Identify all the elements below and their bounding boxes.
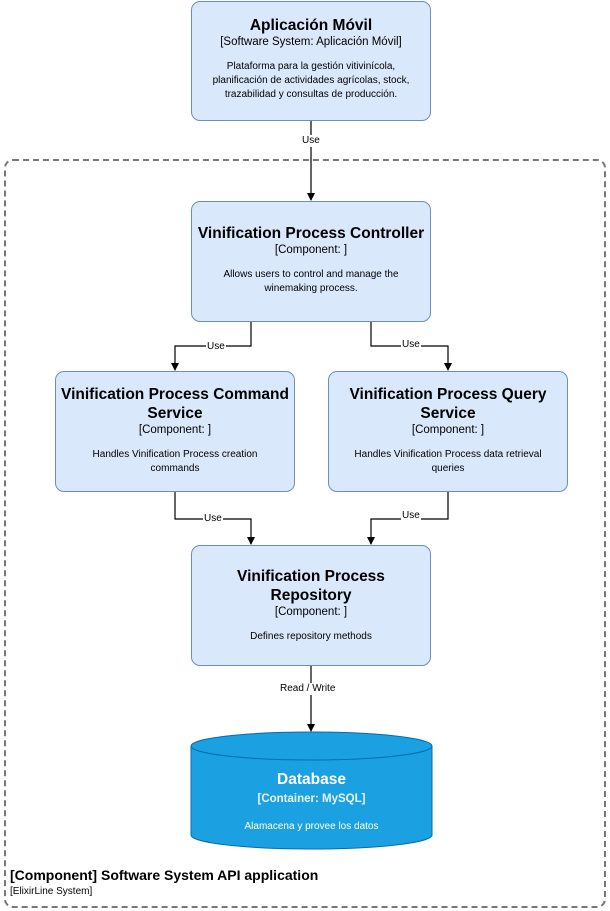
edge-label-query-repo: Use bbox=[401, 510, 421, 522]
component-command-service[interactable]: Vinification Process Command Service [Co… bbox=[55, 371, 295, 492]
boundary-title: [Component] Software System API applicat… bbox=[10, 867, 319, 883]
node-title: Vinification Process Command Service bbox=[61, 386, 289, 422]
component-repository[interactable]: Vinification Process Repository [Compone… bbox=[191, 545, 431, 666]
component-query-service[interactable]: Vinification Process Query Service [Comp… bbox=[328, 371, 568, 492]
node-type: [Component: ] bbox=[274, 244, 348, 256]
database-title: Database bbox=[277, 771, 346, 788]
external-system-aplicacion-movil[interactable]: Aplicación Móvil [Software System: Aplic… bbox=[191, 1, 431, 121]
node-title: Vinification Process Query Service bbox=[349, 386, 547, 422]
edge-label-app-controller: Use bbox=[301, 135, 321, 147]
component-controller[interactable]: Vinification Process Controller [Compone… bbox=[191, 201, 431, 322]
database-description: Alamacena y provee los datos bbox=[244, 821, 379, 832]
node-description: Handles Vinification Process data retrie… bbox=[354, 449, 542, 474]
edge-label-controller-command: Use bbox=[206, 341, 226, 353]
node-type: [Component: ] bbox=[138, 424, 212, 436]
node-description: Plataforma para la gestión vitivinícola,… bbox=[212, 61, 410, 100]
node-title: Vinification Process Controller bbox=[197, 225, 425, 242]
edge-label-command-repo: Use bbox=[203, 513, 223, 525]
node-description: Defines repository methods bbox=[250, 631, 372, 642]
edge-label-read-write: Read / Write bbox=[279, 683, 337, 695]
system-boundary bbox=[4, 159, 606, 908]
node-type: [Software System: Aplicación Móvil] bbox=[220, 36, 402, 48]
node-title: Aplicación Móvil bbox=[249, 17, 373, 34]
node-title: Vinification Process Repository bbox=[237, 568, 385, 604]
boundary-subtitle: [ElixirLine System] bbox=[10, 886, 93, 897]
node-description: Handles Vinification Process creation co… bbox=[92, 449, 258, 474]
node-type: [Component: ] bbox=[411, 424, 485, 436]
database-type: [Container: MySQL] bbox=[257, 793, 366, 805]
node-description: Allows users to control and manage the w… bbox=[223, 269, 399, 294]
edge-label-controller-query: Use bbox=[401, 339, 421, 351]
database-cylinder bbox=[190, 731, 433, 850]
node-type: [Component: ] bbox=[274, 606, 348, 618]
